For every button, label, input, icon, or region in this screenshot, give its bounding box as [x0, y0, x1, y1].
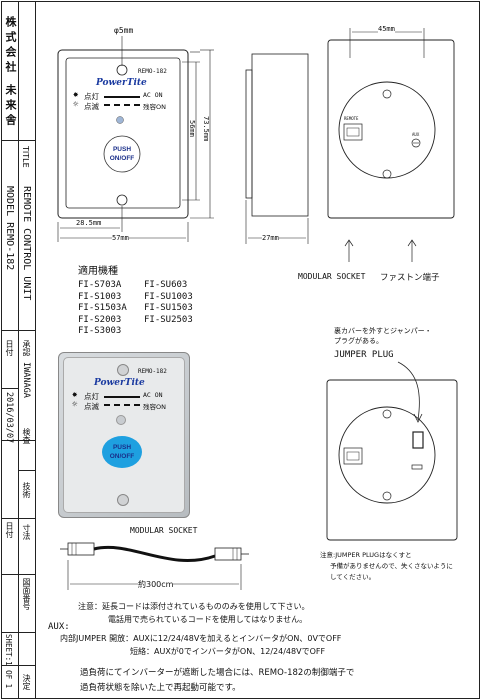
modular-socket-label: MODULAR SOCKET [298, 272, 366, 281]
onoff-label: ON/OFF [109, 155, 135, 162]
dim-height: 73.5mm [202, 116, 210, 142]
cable-modular-socket-label: MODULAR SOCKET [130, 526, 198, 535]
dim-depth: 27mm [262, 234, 279, 242]
jumper-bottom-note-1: 注意:JUMPER PLUGはなくすと [320, 551, 412, 559]
photo-model-label: REMO-182 [138, 368, 167, 375]
photo-blink-icon: ☼ [72, 400, 78, 410]
dim-width: 57mm [112, 234, 129, 242]
photo-top-hole [117, 364, 129, 376]
dim-inner-height: 56mm [188, 120, 196, 137]
jumper-heading: JUMPER PLUG [334, 350, 394, 360]
compatible-col1: FI-S703A FI-S1003 FI-S1503A FI-S2003 FI-… [78, 280, 127, 338]
model-item: FI-S2003 [78, 314, 122, 325]
blink-dashes [104, 104, 140, 106]
jumper-bottom-note-2: 予備がありませんので、失くさないように [330, 562, 453, 570]
tech-label: 技術 [22, 482, 31, 498]
model-label: REMO-182 [138, 68, 167, 75]
compatible-heading: 適用機種 [78, 266, 118, 277]
photo-lit-bar [104, 396, 140, 398]
jumper-note-2: プラグがある。 [334, 337, 383, 345]
photo-onoff-label: ON/OFF [109, 453, 135, 460]
approved-by: IWANAGA [21, 362, 31, 398]
caution-line-1: 注意：延長コードは添付されているもののみを使用して下さい。 [78, 602, 310, 611]
model-item: FI-SU2503 [144, 314, 193, 325]
caution-line-2: 電話用で売られているコードを使用してはなりません。 [108, 615, 308, 624]
back-dim-width: 45mm [378, 25, 395, 33]
model-item: FI-S1503A [78, 303, 127, 313]
photo-face [63, 357, 185, 513]
drawing-number-label: 図面番号 [22, 578, 31, 610]
photo-brand-logo: PowerTite [94, 378, 145, 388]
brand-logo: PowerTite [96, 78, 147, 88]
date-label: 日付 [5, 340, 14, 356]
push-onoff-button[interactable]: PUSH ON/OFF [108, 140, 136, 168]
faston-label: ファストン端子 [380, 273, 440, 283]
residual-on-label: 残容ON [143, 103, 166, 111]
jack-label: REMOTE [344, 116, 359, 121]
aux-heading: AUX: [48, 622, 70, 632]
blink-sun-icon: ☼ [73, 100, 79, 110]
jumper-note-1: 裏カバーを外すとジャンパー・ [334, 327, 432, 335]
title-line2: MODEL REMO-182 [4, 186, 15, 271]
aux-label: AUX [412, 132, 420, 137]
company-name: 株式会社 未来舎 [4, 16, 17, 129]
ac-on-label: AC ON [143, 91, 163, 99]
checked-label: 検査 [22, 428, 31, 444]
photo-ac-on: AC ON [143, 391, 163, 399]
photo-lit-label: 点灯 [84, 392, 99, 401]
photo-blink-label: 点滅 [84, 402, 99, 411]
title-label: TITLE [21, 146, 30, 168]
model-item: FI-S3003 [78, 326, 122, 336]
photo-residual-on: 残容ON [143, 403, 166, 411]
jumper-bottom-note-3: してください。 [330, 573, 376, 581]
compatible-col2: FI-SU603 FI-SU1003 FI-SU1503 FI-SU2503 [144, 280, 193, 326]
blink-label: 点滅 [84, 102, 99, 111]
date-value: 2016/03/07 [4, 392, 14, 444]
photo-blink-dashes [104, 404, 140, 406]
cable-length: 約300cm [138, 579, 174, 590]
approved-label: 承認 [22, 340, 31, 356]
lit-label: 点灯 [84, 92, 99, 101]
title-line1: REMOTE CONTROL UNIT [21, 186, 32, 301]
sun-icon: ✸ [73, 90, 79, 100]
model-item: FI-SU1503 [144, 303, 193, 313]
model-item: FI-S1003 [78, 291, 122, 302]
photo-bottom-hole [117, 494, 129, 506]
model-item: FI-SU1003 [144, 291, 193, 302]
dimension-label: 寸法 [22, 524, 31, 540]
push-label: PUSH [112, 146, 132, 153]
final-line-2: 過負荷状態を除いた上で再起動可能です。 [80, 683, 241, 693]
model-item: FI-S703A [78, 280, 122, 290]
photo-push-label: PUSH [112, 444, 132, 451]
photo-sun-icon: ✸ [72, 390, 78, 400]
aux-line-1: 内部JUMPER 開放：AUXに12/24/48Vを加えるとインバータがON、0… [60, 634, 342, 643]
photo-led [116, 415, 126, 425]
decision-label: 決定 [22, 674, 31, 690]
final-line-1: 過負荷にてインバーターが遮断した場合には、REMO-182の制御端子で [80, 668, 355, 678]
photo-push-button[interactable]: PUSH ON/OFF [102, 436, 142, 468]
aux-line-2: 短絡：AUXが0でインバータがON、12/24/48VでOFF [130, 647, 326, 656]
dim-half-width: 28.5mm [76, 219, 102, 227]
sheet-number: SHEET:1 OF 1 [4, 634, 13, 689]
model-item: FI-SU603 [144, 280, 188, 290]
hole-dimension: φ5mm [114, 26, 134, 35]
lit-bar [104, 96, 140, 98]
date2-label: 日付 [5, 522, 14, 538]
